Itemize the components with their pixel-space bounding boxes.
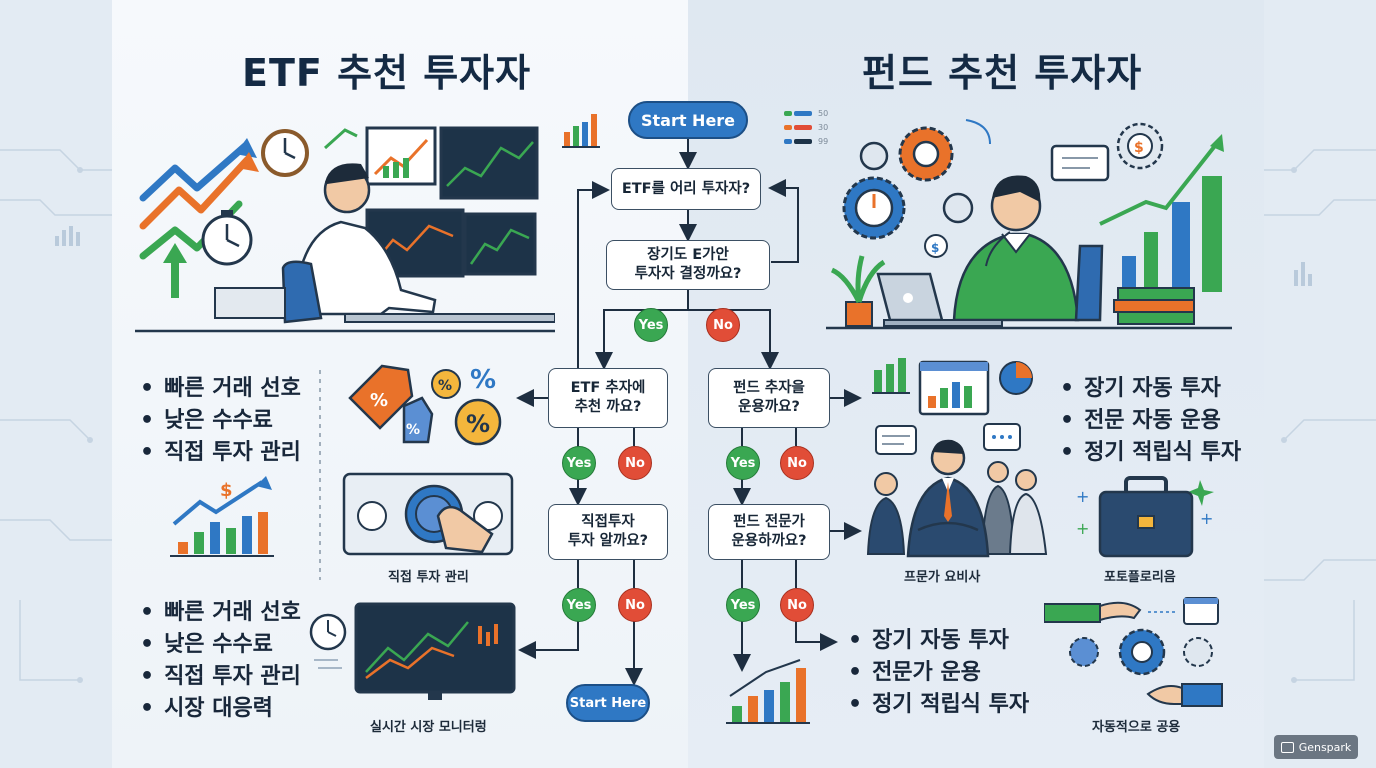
no-badge: No <box>780 588 814 622</box>
automation-illustration <box>1044 597 1223 707</box>
list-item: 전문 자동 운용 <box>1060 402 1241 434</box>
svg-text:$: $ <box>220 480 233 501</box>
legend-value-1: 50 <box>818 109 829 118</box>
question-fund-expert: 펀드 전문가 운용하까요? <box>708 504 830 560</box>
list-item: 직접 투자 관리 <box>140 658 301 690</box>
yes-badge: Yes <box>562 588 596 622</box>
discount-tags-icon: % % % % % <box>348 364 502 446</box>
svg-text:%: % <box>438 378 452 394</box>
fund-traits-list-2: 장기 자동 투자 전문가 운용 정기 적립식 투자 <box>848 622 1029 718</box>
portfolio-caption: 포토플로리음 <box>1104 570 1176 585</box>
no-badge: No <box>618 446 652 480</box>
svg-text:$: $ <box>1134 140 1144 156</box>
question-long-term: 장기도 E가안 투자자 결정까요? <box>606 240 770 290</box>
yes-badge: Yes <box>726 588 760 622</box>
realtime-caption: 실시간 시장 모니터렁 <box>370 720 487 735</box>
list-item: 전문가 운용 <box>848 654 1029 686</box>
genspark-icon <box>1280 741 1294 753</box>
fund-investor-illustration: $ $ <box>826 119 1232 330</box>
list-item: 정기 적립식 투자 <box>1060 434 1241 466</box>
automation-caption: 자동적으로 공용 <box>1092 720 1181 735</box>
rising-bars-icon <box>726 659 810 724</box>
svg-text:%: % <box>470 365 496 395</box>
question-etf-investor: ETF를 어리 투자자? <box>611 168 761 210</box>
list-item: 정기 적립식 투자 <box>848 686 1029 718</box>
svg-text:%: % <box>406 422 420 438</box>
list-item: 시장 대응력 <box>140 690 301 722</box>
start-here-bottom-button[interactable]: Start Here <box>566 684 650 722</box>
question-direct-invest: 직접투자 투자 알까요? <box>548 504 668 560</box>
no-badge: No <box>618 588 652 622</box>
fund-title: 펀드 추천 투자자 <box>862 51 1143 95</box>
list-item: 낮은 수수료 <box>140 402 301 434</box>
briefcase-icon: + + + <box>1076 476 1214 558</box>
legend-value-2: 30 <box>818 123 829 132</box>
yes-badge: Yes <box>634 308 668 342</box>
svg-text:$: $ <box>931 241 939 255</box>
control-dial-icon <box>342 472 514 556</box>
list-item: 장기 자동 투자 <box>1060 370 1241 402</box>
circuit-decoration-left <box>0 149 112 683</box>
growth-chart-icon: $ <box>170 476 274 557</box>
yes-badge: Yes <box>726 446 760 480</box>
svg-text:%: % <box>370 390 388 411</box>
yes-badge: Yes <box>562 446 596 480</box>
bar-chart-icon <box>562 114 600 148</box>
dashboard-icon <box>872 358 1033 416</box>
divider <box>319 370 321 580</box>
market-monitor-illustration <box>309 602 516 700</box>
svg-text:+: + <box>1200 509 1213 528</box>
expert-team-illustration <box>866 423 1048 558</box>
etf-traits-list-2: 빠른 거래 선호 낮은 수수료 직접 투자 관리 시장 대응력 <box>140 594 301 722</box>
fund-traits-list-1: 장기 자동 투자 전문 자동 운용 정기 적립식 투자 <box>1060 370 1241 466</box>
experts-caption: 프문가 요비사 <box>904 570 981 585</box>
no-badge: No <box>780 446 814 480</box>
etf-traits-list-1: 빠른 거래 선호 낮은 수수료 직접 투자 관리 <box>140 370 301 466</box>
question-etf-recommend: ETF 추자에 추천 까요? <box>548 368 668 428</box>
direct-manage-caption: 직접 투자 관리 <box>388 570 469 585</box>
genspark-label: Genspark <box>1298 740 1352 754</box>
legend-icon <box>784 111 812 144</box>
list-item: 장기 자동 투자 <box>848 622 1029 654</box>
start-here-button[interactable]: Start Here <box>628 101 748 139</box>
list-item: 빠른 거래 선호 <box>140 370 301 402</box>
list-item: 낮은 수수료 <box>140 626 301 658</box>
circuit-decoration-right <box>1264 149 1376 683</box>
no-badge: No <box>706 308 740 342</box>
question-fund-operate: 펀드 추자을 운용까요? <box>708 368 830 428</box>
svg-text:+: + <box>1076 519 1089 538</box>
list-item: 빠른 거래 선호 <box>140 594 301 626</box>
genspark-badge: Genspark <box>1274 735 1358 759</box>
svg-text:+: + <box>1076 487 1089 506</box>
etf-title: ETF 추천 투자자 <box>242 51 532 95</box>
etf-trader-illustration <box>135 126 555 333</box>
legend-value-3: 99 <box>818 137 829 146</box>
svg-text:%: % <box>466 410 490 438</box>
list-item: 직접 투자 관리 <box>140 434 301 466</box>
